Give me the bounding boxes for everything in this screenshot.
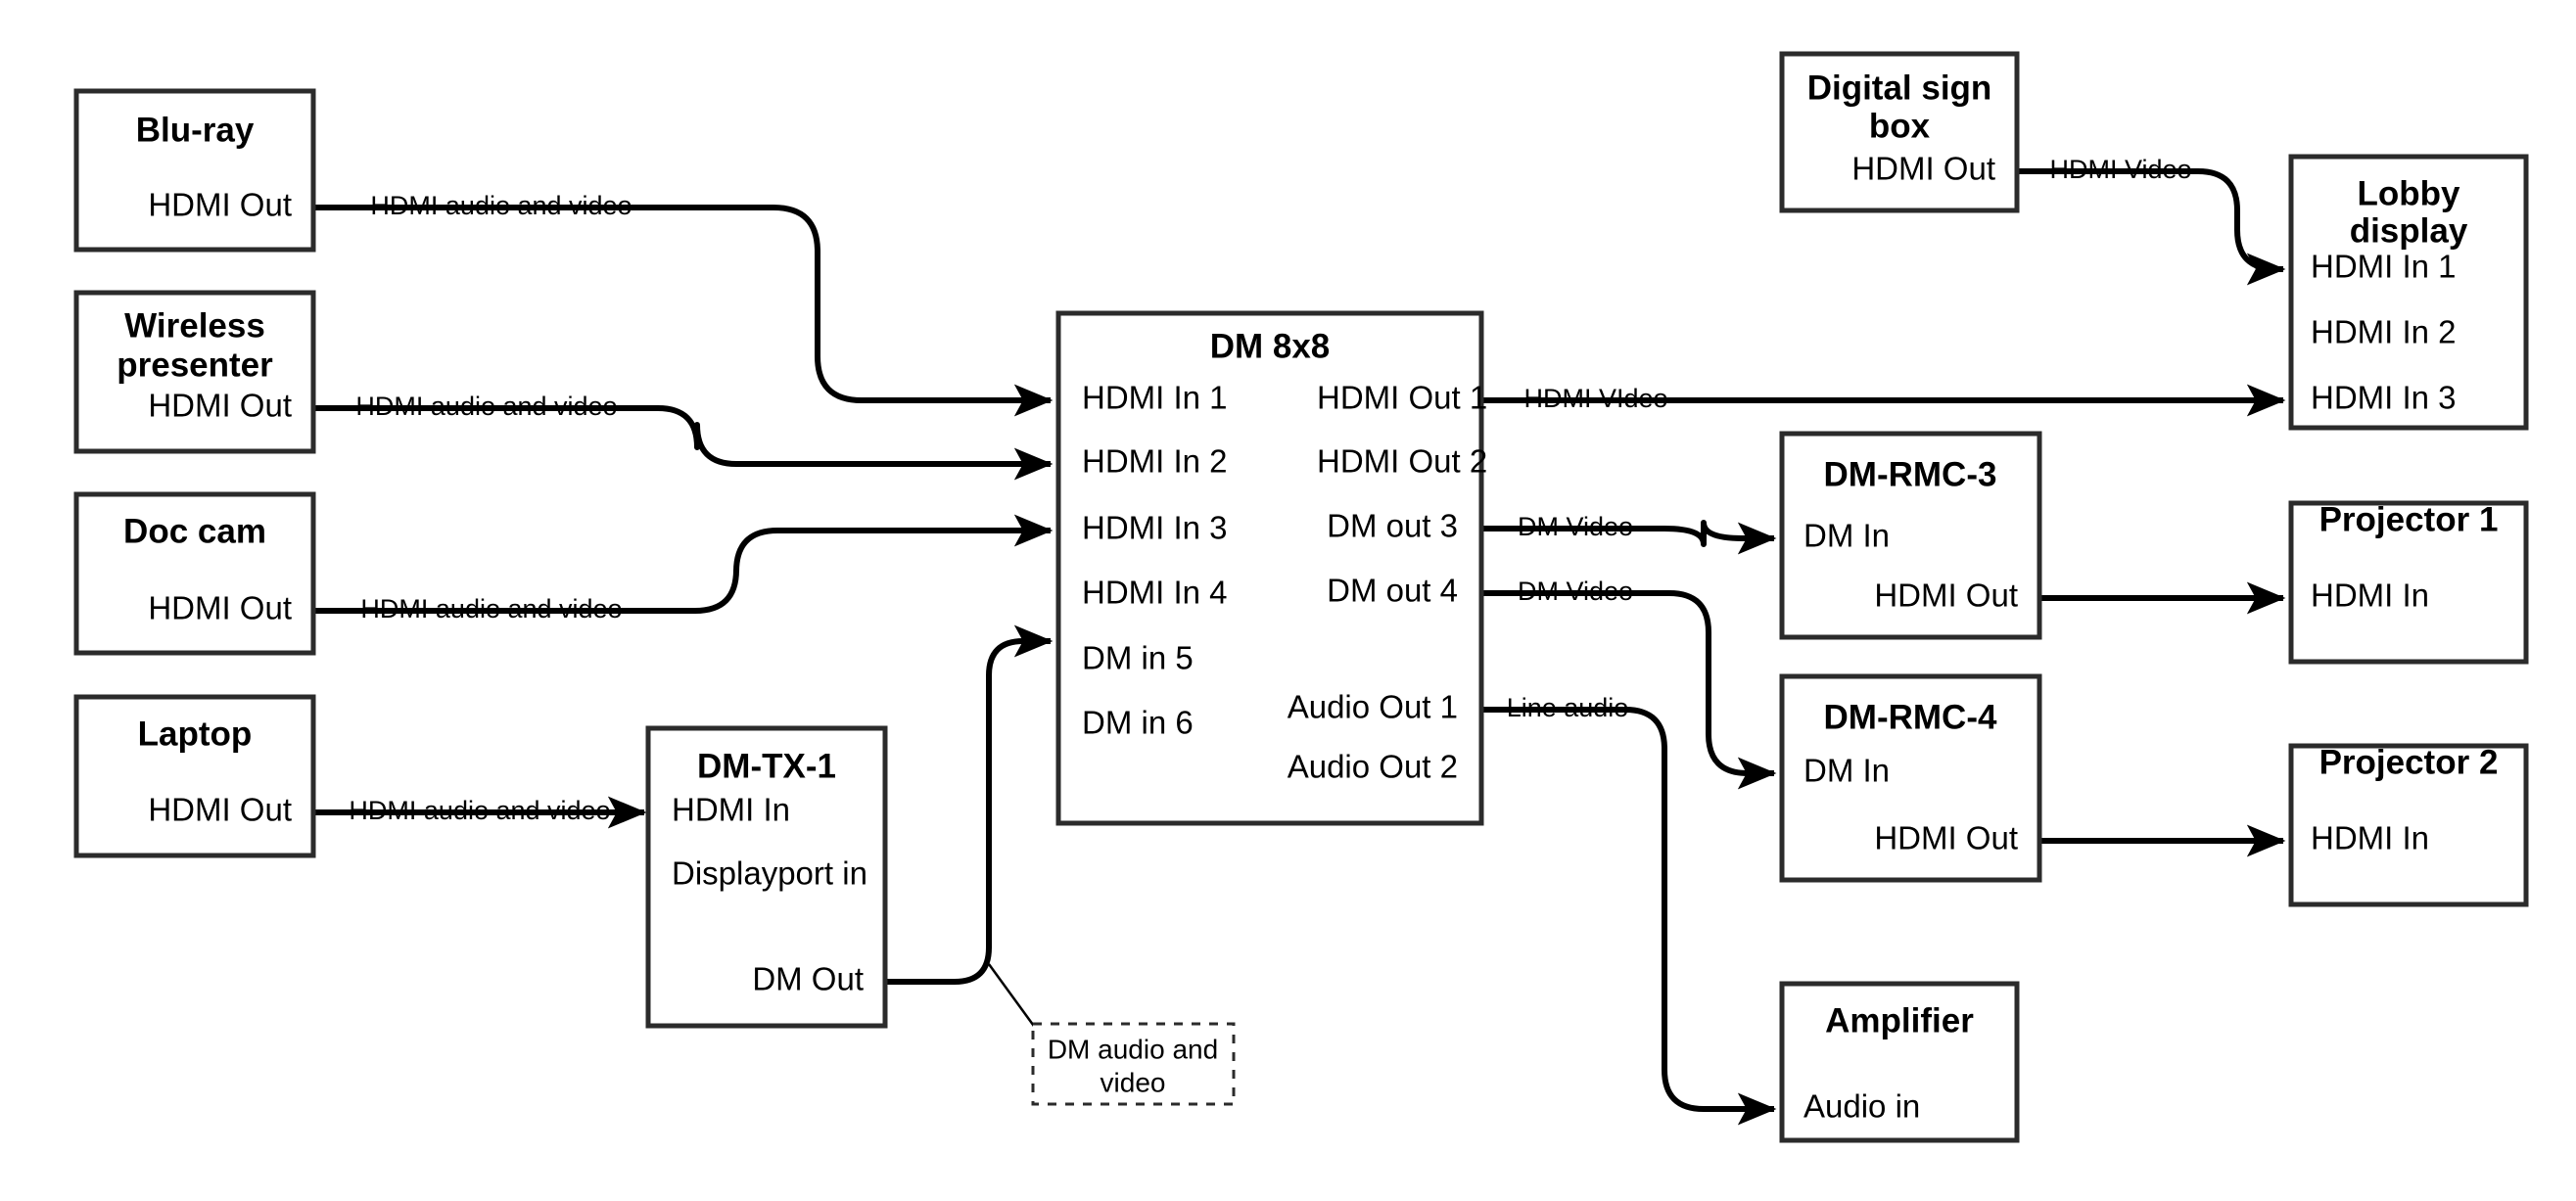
node-wireless-title-line1: Wireless xyxy=(124,306,265,345)
port-lobby-hdmi-in-2: HDMI In 2 xyxy=(2311,314,2457,350)
node-wireless-presenter[interactable]: Wireless presenter HDMI Out xyxy=(73,290,316,454)
node-lobby-title-line1: Lobby xyxy=(2358,174,2461,212)
node-rmc4-title: DM-RMC-4 xyxy=(1824,698,1997,736)
node-doccam-title: Doc cam xyxy=(123,512,266,550)
port-dm8x8-dm-in-6: DM in 6 xyxy=(1082,705,1194,741)
callout-line-1: DM audio and xyxy=(1048,1034,1218,1064)
port-signbox-hdmi-out: HDMI Out xyxy=(1851,151,1995,187)
port-amplifier-audio-in: Audio in xyxy=(1803,1088,1920,1125)
port-dmtx1-displayport-in: Displayport in xyxy=(672,855,867,892)
node-bluray[interactable]: Blu-ray HDMI Out xyxy=(73,88,316,253)
node-lobby-display[interactable]: Lobby display HDMI In 1 HDMI In 2 HDMI I… xyxy=(2288,154,2529,431)
node-lobby-title-line2: display xyxy=(2350,211,2468,250)
port-doccam-hdmi-out: HDMI Out xyxy=(148,590,292,626)
link-dm8x8-out4-to-rmc4 xyxy=(1481,590,1777,790)
port-rmc3-dm-in: DM In xyxy=(1803,518,1890,554)
edge-label-hdmi-video-sign: HDMI Video xyxy=(2049,155,2191,184)
port-lobby-hdmi-in-1: HDMI In 1 xyxy=(2311,249,2457,285)
port-projector2-hdmi-in: HDMI In xyxy=(2311,820,2429,856)
port-dm8x8-audio-out-2: Audio Out 2 xyxy=(1288,749,1458,785)
port-dm8x8-hdmi-out-2: HDMI Out 2 xyxy=(1317,443,1487,480)
callout-dm-audio-and-video: DM audio and video xyxy=(1031,1022,1236,1106)
edge-label-bluray: HDMI audio and video xyxy=(370,191,632,220)
link-signbox-to-lobby xyxy=(2017,168,2286,286)
node-dm-8x8[interactable]: DM 8x8 HDMI In 1 HDMI In 2 HDMI In 3 HDM… xyxy=(1055,310,1487,826)
node-bluray-title: Blu-ray xyxy=(136,111,255,149)
port-dmtx1-dm-out: DM Out xyxy=(752,961,864,997)
node-laptop[interactable]: Laptop HDMI Out xyxy=(73,694,316,858)
port-dm8x8-audio-out-1: Audio Out 1 xyxy=(1288,689,1458,725)
node-wireless-title-line2: presenter xyxy=(117,346,273,384)
node-dmtx1-title: DM-TX-1 xyxy=(697,747,836,785)
callout-line-2: video xyxy=(1101,1067,1166,1097)
node-signbox-title-line2: box xyxy=(1869,107,1931,145)
node-projector2-title: Projector 2 xyxy=(2319,743,2499,781)
edge-label-hdmi-video-out1: HDMI VIdeo xyxy=(1523,384,1667,413)
port-bluray-hdmi-out: HDMI Out xyxy=(148,187,292,223)
edge-label-doccam: HDMI audio and video xyxy=(360,594,622,624)
node-amplifier[interactable]: Amplifier Audio in xyxy=(1779,981,2020,1143)
port-rmc3-hdmi-out: HDMI Out xyxy=(1874,577,2018,614)
link-doccam-to-dm8x8 xyxy=(313,514,1054,614)
node-projector1-title: Projector 1 xyxy=(2319,500,2499,538)
port-lobby-hdmi-in-3: HDMI In 3 xyxy=(2311,380,2457,416)
link-dm8x8-out3-to-rmc3 xyxy=(1481,520,1777,555)
edge-label-laptop: HDMI audio and video xyxy=(349,796,610,825)
port-dm8x8-hdmi-in-2: HDMI In 2 xyxy=(1082,443,1228,480)
node-signbox-title-line1: Digital sign xyxy=(1807,69,1992,107)
edge-label-dm-video-3: DM Video xyxy=(1518,512,1633,541)
port-dm8x8-dm-in-5: DM in 5 xyxy=(1082,640,1194,676)
port-wireless-hdmi-out: HDMI Out xyxy=(148,388,292,424)
link-dmtx1-to-dm8x8 xyxy=(885,624,1054,985)
node-digital-sign-box[interactable]: Digital sign box HDMI Out xyxy=(1779,51,2020,213)
link-wireless-to-dm8x8 xyxy=(313,405,1054,481)
node-projector-2[interactable]: Projector 2 HDMI In xyxy=(2288,743,2529,907)
link-bluray-to-dm8x8 xyxy=(313,205,1054,417)
link-dm8x8-audio-to-amplifier xyxy=(1481,707,1777,1126)
node-laptop-title: Laptop xyxy=(138,715,253,753)
port-rmc4-hdmi-out: HDMI Out xyxy=(1874,820,2018,856)
node-dm-rmc-4[interactable]: DM-RMC-4 DM In HDMI Out xyxy=(1779,673,2042,883)
port-dm8x8-hdmi-out-1: HDMI Out 1 xyxy=(1317,380,1487,416)
port-dm8x8-dm-out-4: DM out 4 xyxy=(1327,573,1458,609)
port-dm8x8-hdmi-in-3: HDMI In 3 xyxy=(1082,510,1228,546)
edge-label-line-audio: Line audio xyxy=(1507,693,1629,722)
port-rmc4-dm-in: DM In xyxy=(1803,753,1890,789)
edge-label-dm-video-4: DM Video xyxy=(1518,577,1633,606)
port-dm8x8-hdmi-in-4: HDMI In 4 xyxy=(1082,575,1228,611)
node-projector-1[interactable]: Projector 1 HDMI In xyxy=(2288,500,2529,665)
node-dm-tx-1[interactable]: DM-TX-1 HDMI In Displayport in DM Out xyxy=(645,725,888,1029)
node-amplifier-title: Amplifier xyxy=(1825,1001,1974,1039)
node-dm-rmc-3[interactable]: DM-RMC-3 DM In HDMI Out xyxy=(1779,431,2042,640)
node-doc-cam[interactable]: Doc cam HDMI Out xyxy=(73,491,316,656)
port-dm8x8-dm-out-3: DM out 3 xyxy=(1327,508,1458,544)
port-laptop-hdmi-out: HDMI Out xyxy=(148,792,292,828)
port-dm8x8-hdmi-in-1: HDMI In 1 xyxy=(1082,380,1228,416)
port-projector1-hdmi-in: HDMI In xyxy=(2311,577,2429,614)
node-rmc3-title: DM-RMC-3 xyxy=(1824,455,1997,493)
edge-label-wireless: HDMI audio and video xyxy=(355,392,617,421)
port-dmtx1-hdmi-in: HDMI In xyxy=(672,792,790,828)
node-dm8x8-title: DM 8x8 xyxy=(1210,327,1331,365)
